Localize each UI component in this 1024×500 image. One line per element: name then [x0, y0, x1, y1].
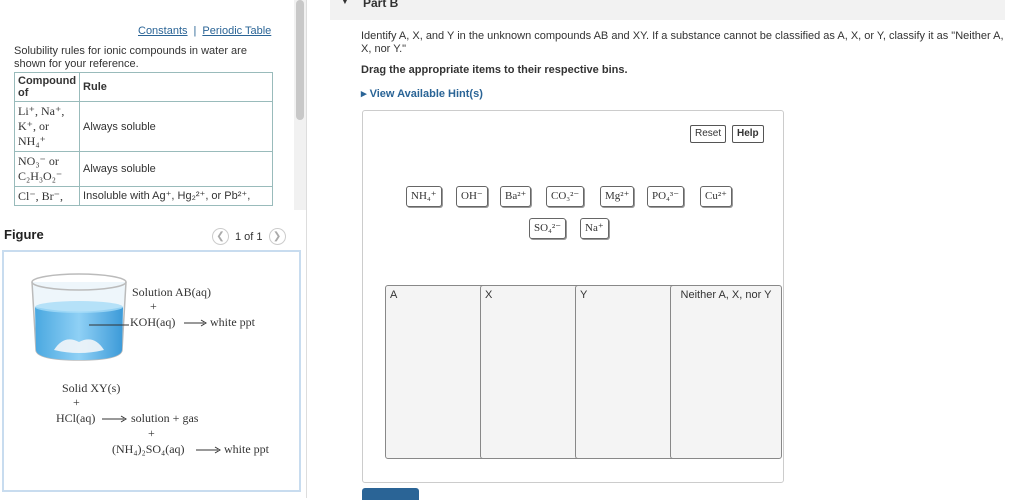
help-button[interactable]: Help	[732, 125, 764, 143]
solubility-intro: Solubility rules for ionic compounds in …	[14, 45, 247, 70]
header-compound: Compound of	[13, 72, 81, 102]
tile-oh[interactable]: OH⁻	[456, 186, 488, 207]
hcl-label: HCl(aq)	[56, 411, 95, 425]
constants-link[interactable]: Constants	[138, 25, 188, 37]
bin-y[interactable]: Y	[575, 285, 687, 459]
arrow-head-icon	[214, 446, 221, 454]
hint-label: View Available Hint(s)	[369, 88, 483, 100]
koh-label: KOH(aq)	[130, 315, 175, 329]
reset-button[interactable]: Reset	[690, 125, 727, 143]
plus-sign: +	[73, 395, 80, 409]
solubility-table: Compound of Rule Li⁺, Na⁺, K⁺, or NH₄⁺ A…	[13, 72, 273, 206]
tile-na[interactable]: Na⁺	[580, 218, 609, 239]
compound-cell: NO₃⁻ or C₂H₃O₂⁻	[13, 151, 81, 187]
tile-nh4[interactable]: NH₄⁺	[406, 186, 442, 207]
rule-cell: Insoluble with Ag⁺, Hg₂²⁺, or Pb²⁺,	[79, 186, 273, 206]
beaker-icon	[31, 273, 127, 361]
question-text: Identify A, X, and Y in the unknown comp…	[361, 30, 1004, 55]
tile-co3[interactable]: CO₃²⁻	[546, 186, 585, 207]
periodic-table-link[interactable]: Periodic Table	[202, 25, 272, 37]
bin-a[interactable]: A	[385, 285, 497, 459]
figure-box: Solution AB(aq) + KOH(aq) white ppt Soli…	[2, 250, 301, 492]
figure-title: Figure	[4, 227, 44, 242]
tile-so4[interactable]: SO₄²⁻	[529, 218, 567, 239]
compound-cell: Cl⁻, Br⁻,	[13, 186, 81, 206]
bin-label: Neither A, X, nor Y	[680, 289, 772, 301]
tile-ba[interactable]: Ba²⁺	[500, 186, 532, 207]
reference-panel: Constants | Periodic Table Solubility rule…	[0, 0, 306, 498]
table-header-row: Compound of Rule	[13, 72, 273, 102]
ammonium-sulfate-label: (NH₄)₂SO₄(aq)	[112, 442, 185, 456]
rule-cell: Always soluble	[79, 151, 273, 187]
tile-po4[interactable]: PO₄³⁻	[647, 186, 685, 207]
plus-sign: +	[148, 426, 155, 440]
rule-text: Insoluble with Ag⁺, Hg₂²⁺, or Pb²⁺,	[83, 190, 251, 202]
bin-label: A	[390, 289, 398, 301]
panel-divider	[306, 0, 307, 498]
instruction-text: Drag the appropriate items to their resp…	[361, 64, 628, 76]
submit-button[interactable]	[362, 488, 419, 500]
compound-cell: Li⁺, Na⁺, K⁺, or NH₄⁺	[13, 101, 81, 152]
white-ppt-label: white ppt	[210, 315, 256, 329]
plus-sign: +	[150, 299, 157, 313]
collapse-caret-icon[interactable]: ▼	[340, 0, 350, 7]
bin-label: X	[485, 289, 493, 301]
white-ppt-label: white ppt	[224, 442, 270, 456]
scrollbar-thumb[interactable]	[296, 0, 304, 120]
solution-ab-label: Solution AB(aq)	[132, 285, 211, 299]
tile-mg[interactable]: Mg²⁺	[600, 186, 635, 207]
tile-cu[interactable]: Cu²⁺	[700, 186, 732, 207]
solution-gas-label: solution + gas	[131, 411, 199, 425]
arrow-head-icon	[200, 319, 207, 327]
bin-x[interactable]: X	[480, 285, 592, 459]
reaction-figure: Solution AB(aq) + KOH(aq) white ppt Soli…	[31, 273, 270, 456]
figure-page-count: 1 of 1	[235, 230, 263, 243]
reference-links: Constants | Periodic Table	[138, 25, 271, 37]
bin-neither[interactable]: Neither A, X, nor Y	[670, 285, 782, 459]
part-title: Part B	[363, 0, 399, 10]
part-header[interactable]: ▼ Part B	[330, 0, 1005, 20]
bin-label: Y	[580, 289, 588, 301]
solid-xy-label: Solid XY(s)	[62, 381, 120, 395]
next-figure-button[interactable]: ❯	[268, 228, 286, 245]
table-row: NO₃⁻ or C₂H₃O₂⁻ Always soluble	[13, 151, 273, 187]
rule-cell: Always soluble	[79, 101, 273, 152]
table-row: Li⁺, Na⁺, K⁺, or NH₄⁺ Always soluble	[13, 101, 273, 152]
link-separator: |	[193, 25, 197, 37]
view-hints-link[interactable]: ▸ View Available Hint(s)	[361, 88, 483, 100]
arrow-head-icon	[120, 415, 127, 423]
table-row: Cl⁻, Br⁻, Insoluble with Ag⁺, Hg₂²⁺, or …	[13, 186, 273, 206]
header-rule: Rule	[79, 72, 273, 102]
compound-text: Cl⁻, Br⁻,	[18, 189, 64, 203]
prev-figure-button[interactable]: ❮	[212, 228, 229, 245]
figure-pager: ❮ 1 of 1 ❯	[212, 228, 286, 245]
